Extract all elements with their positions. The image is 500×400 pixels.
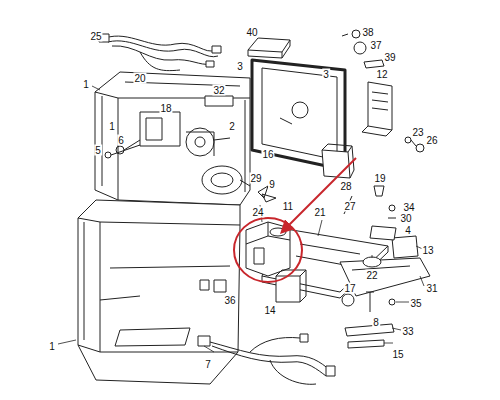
callout-number: 21	[313, 207, 326, 218]
callout-number: 40	[245, 27, 258, 38]
switch-parts	[342, 292, 395, 348]
callout-number: 22	[365, 270, 378, 281]
callout-number: 35	[409, 298, 422, 309]
callout-number: 28	[339, 181, 352, 192]
callout-number: 6	[117, 135, 125, 146]
mounting-plate	[340, 236, 430, 296]
upper-housing	[95, 72, 250, 205]
callout-number: 39	[383, 52, 396, 63]
callout-number: 29	[249, 173, 262, 184]
callout-number: 3	[322, 69, 330, 80]
callout-number: 34	[402, 202, 415, 213]
callout-number: 9	[268, 179, 276, 190]
callout-number: 30	[399, 213, 412, 224]
callout-number: 20	[133, 73, 146, 84]
callout-number: 18	[159, 103, 172, 114]
callout-number: 16	[261, 149, 274, 160]
line-art	[58, 30, 430, 384]
callout-number: 4	[404, 225, 412, 236]
callout-number: 23	[411, 127, 424, 138]
callout-number: 1	[108, 121, 116, 132]
wire-harness	[99, 34, 221, 71]
callout-number: 38	[361, 27, 374, 38]
callout-number: 27	[343, 201, 356, 212]
callout-number: 12	[375, 69, 388, 80]
fan-shroud	[202, 166, 276, 202]
freezer-liner	[78, 200, 240, 384]
callout-number: 11	[282, 201, 294, 212]
callout-number: 1	[82, 79, 90, 90]
callout-number: 31	[425, 283, 438, 294]
callout-number: 15	[391, 349, 404, 360]
fan-motor-assembly	[105, 112, 230, 158]
callout-number: 24	[251, 207, 264, 218]
ice-cover	[322, 150, 350, 178]
callout-number: 7	[204, 359, 212, 370]
callout-number: 3	[236, 61, 244, 72]
callout-number: 32	[212, 85, 225, 96]
callout-number: 8	[372, 317, 380, 328]
callout-number: 19	[373, 173, 386, 184]
callout-number: 17	[343, 283, 356, 294]
callout-number: 25	[89, 31, 102, 42]
callout-number: 26	[425, 135, 438, 146]
callout-number: 14	[263, 305, 276, 316]
wire-harness	[198, 334, 335, 384]
callout-number: 5	[94, 145, 102, 156]
callout-number: 13	[421, 245, 434, 256]
valve-parts	[344, 186, 396, 240]
leader-lines	[58, 86, 425, 352]
callout-number: 2	[228, 121, 236, 132]
highlight-arrow	[282, 158, 356, 232]
callout-number: 1	[48, 341, 56, 352]
highlight-circle	[234, 218, 302, 282]
cover-part	[248, 38, 290, 52]
callout-number: 37	[369, 40, 382, 51]
callout-number: 33	[401, 326, 414, 337]
bracket	[362, 82, 424, 152]
callout-number: 36	[223, 295, 236, 306]
